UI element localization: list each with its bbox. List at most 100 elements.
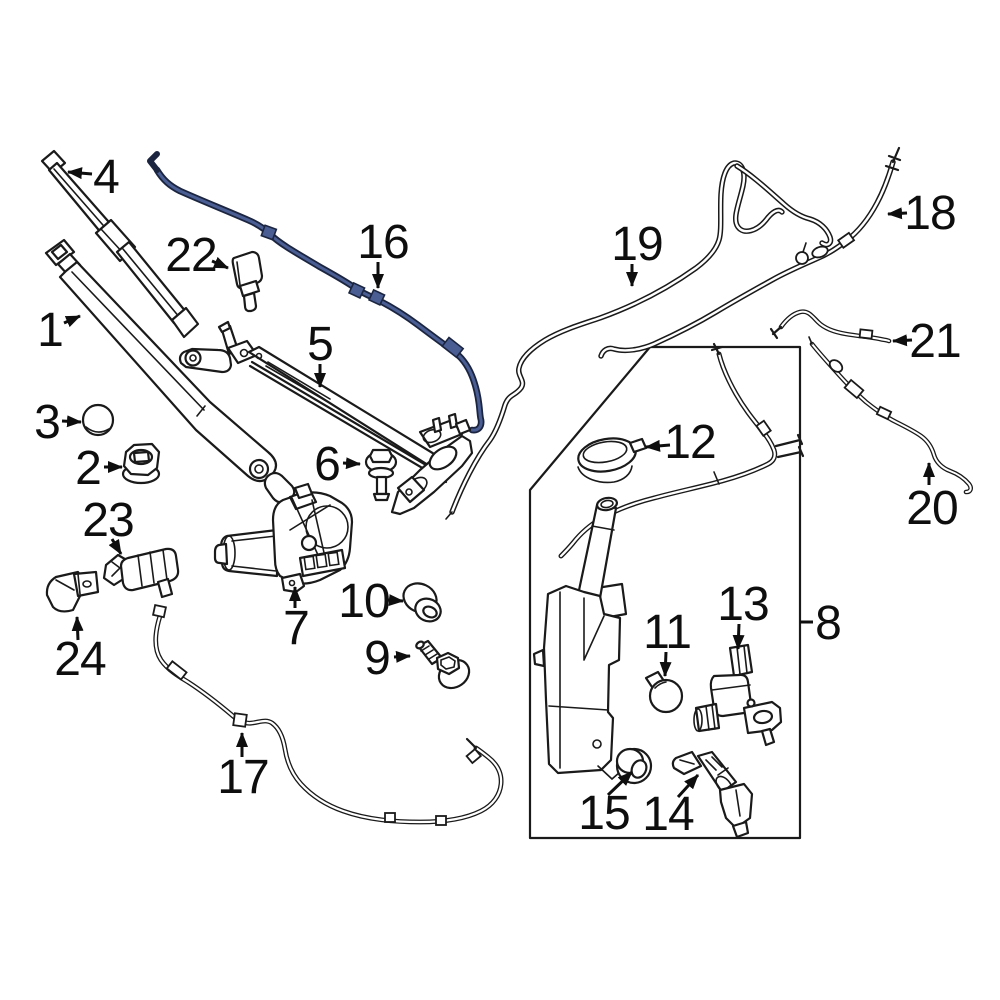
- hose18-fitting-stub: [802, 242, 807, 253]
- callout-15-number: 15: [578, 787, 629, 840]
- callout-13: 13: [717, 578, 770, 650]
- hose19-end-tip: [445, 511, 453, 520]
- screw-9: [415, 639, 471, 690]
- wiper-motor: [213, 482, 354, 594]
- callout-6-number: 6: [314, 438, 340, 491]
- screw-threads: [420, 645, 442, 664]
- interior-hose-clip1: [755, 419, 772, 438]
- callout-7: 7: [283, 586, 310, 655]
- interior-hose-stub1: [774, 433, 804, 448]
- motor-foot: [280, 572, 306, 594]
- callout-16-number: 16: [357, 216, 408, 269]
- callout-4-number: 4: [93, 151, 119, 204]
- wiper-arm: [44, 238, 296, 504]
- level-sensor-14: [671, 750, 754, 839]
- pump-bracket-hole: [752, 709, 774, 725]
- callout-2-number: 2: [75, 442, 101, 495]
- hose16-sleeve: [441, 336, 465, 359]
- callout-2: 2: [75, 442, 123, 495]
- callout-20-number: 20: [906, 482, 957, 535]
- hose18-fitting: [811, 245, 829, 259]
- washer-nozzle-22: [231, 250, 264, 313]
- filler-neck: [576, 503, 618, 600]
- grommet15-hole: [630, 759, 648, 779]
- sensor-body-bands: [705, 756, 729, 776]
- callout-1-number: 1: [37, 304, 63, 357]
- callout-23-arrow: [108, 538, 123, 555]
- nozzle-bracket-24: [45, 570, 100, 613]
- arm-pivot-hole: [248, 458, 270, 480]
- hose16-clip3: [367, 288, 386, 307]
- wiper-blade: [40, 149, 200, 339]
- hose-16-highlighted: [147, 151, 481, 430]
- callout-5-number: 5: [307, 318, 333, 371]
- hose21-clip: [858, 328, 874, 340]
- hose16-start-connector: [147, 151, 160, 173]
- callout-13-number: 13: [717, 578, 768, 631]
- callout-16: 16: [357, 216, 410, 289]
- washer-pump-13: [693, 643, 783, 747]
- callout-10: 10: [338, 575, 404, 628]
- sensor-paddle: [671, 750, 703, 776]
- pump-plug: [728, 643, 754, 678]
- callout-4: 4: [67, 151, 120, 204]
- tank-side-tab: [532, 648, 546, 668]
- callout-11: 11: [643, 606, 692, 677]
- callout-18-arrow: [887, 207, 908, 220]
- callout-23: 23: [82, 494, 135, 555]
- hose20-fitting: [828, 359, 844, 373]
- ball-stud-11: [644, 670, 684, 714]
- hose17-sleeve: [165, 660, 188, 681]
- link-rod: [248, 360, 450, 484]
- callout-7-number: 7: [283, 602, 309, 655]
- bolt-shaft: [375, 475, 388, 496]
- callout-3: 3: [34, 396, 82, 449]
- grommet-15: [615, 747, 653, 785]
- callout-13-arrow: [732, 623, 745, 650]
- hose-19: [445, 163, 831, 520]
- callout-11-arrow: [659, 651, 672, 677]
- callout-11-number: 11: [643, 606, 691, 659]
- nozzle23-barb: [156, 577, 174, 599]
- callout-14-arrow: [676, 773, 700, 799]
- hose18-clip: [836, 231, 856, 249]
- reservoir-tank: [532, 496, 628, 781]
- callout-10-arrow: [387, 594, 404, 607]
- callout-1: 1: [37, 304, 81, 357]
- callout-21-arrow: [892, 334, 913, 347]
- cap12-tab: [628, 437, 648, 454]
- bracket-hole: [428, 445, 458, 471]
- reservoir-interior-hose: [561, 342, 805, 556]
- grommet-10: [402, 582, 442, 623]
- cap12-lip: [577, 465, 633, 484]
- callout-24-number: 24: [54, 633, 106, 686]
- callout-22-number: 22: [165, 229, 216, 282]
- callout-12-number: 12: [664, 416, 715, 469]
- hose16-clip2: [347, 281, 366, 300]
- callout-3-arrow: [61, 415, 82, 428]
- bracket-stud1: [431, 416, 443, 434]
- hose18-fitting2: [795, 251, 809, 265]
- callout-6: 6: [314, 438, 361, 491]
- callout-4-arrow: [67, 167, 93, 180]
- grommet10-hole: [422, 605, 438, 619]
- wiper-linkage: [178, 320, 474, 516]
- tank-foot: [597, 765, 621, 781]
- callout-18-number: 18: [904, 187, 955, 240]
- hose20-top-link: [808, 336, 813, 345]
- callout-14: 14: [642, 773, 700, 841]
- hose20-clip: [875, 405, 893, 421]
- callout-19-number: 19: [611, 218, 662, 271]
- callout-9: 9: [364, 632, 411, 685]
- callout-10-number: 10: [338, 575, 389, 628]
- tank-facets: [548, 591, 609, 769]
- callout-21: 21: [892, 315, 962, 368]
- callout-15: 15: [578, 770, 634, 840]
- nozzle22-barb: [242, 291, 258, 313]
- callout-15-arrow: [606, 770, 634, 797]
- tank-body: [542, 584, 622, 775]
- screw-hex-head: [435, 651, 461, 676]
- hose17-clip3: [435, 815, 447, 826]
- callout-21-number: 21: [909, 315, 960, 368]
- washer-nozzle-23: [102, 547, 180, 599]
